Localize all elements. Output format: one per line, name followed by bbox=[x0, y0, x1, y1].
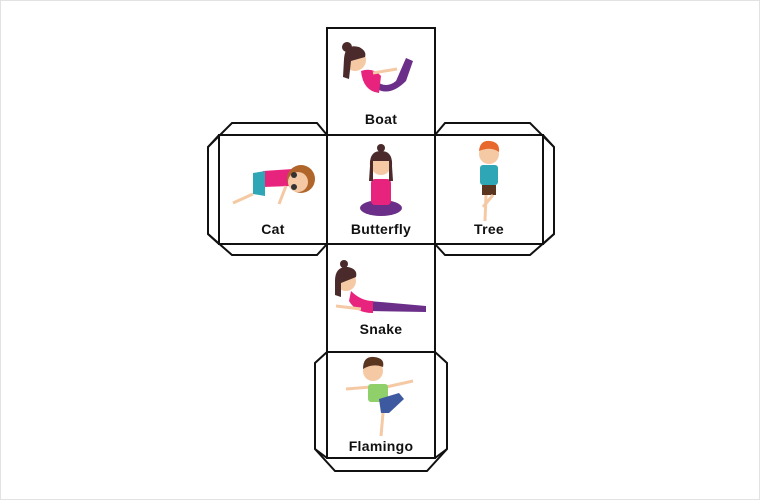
face-label-top: Boat bbox=[364, 111, 398, 127]
face-label-right: Tree bbox=[474, 221, 504, 237]
cat-pose-illustration bbox=[232, 165, 315, 205]
face-label-center: Butterfly bbox=[350, 221, 412, 237]
face-label-back: Flamingo bbox=[348, 438, 414, 454]
flamingo-pose-illustration bbox=[345, 356, 414, 437]
tree-pose-illustration bbox=[479, 140, 500, 222]
boat-pose-illustration bbox=[342, 42, 413, 93]
face-back bbox=[326, 351, 436, 459]
bottom-flap bbox=[314, 351, 448, 472]
face-label-bottom: Snake bbox=[359, 321, 403, 337]
snake-pose-illustration bbox=[335, 260, 426, 313]
face-right bbox=[434, 134, 544, 245]
face-label-left: Cat bbox=[261, 221, 285, 237]
butterfly-pose-illustration bbox=[360, 144, 402, 216]
